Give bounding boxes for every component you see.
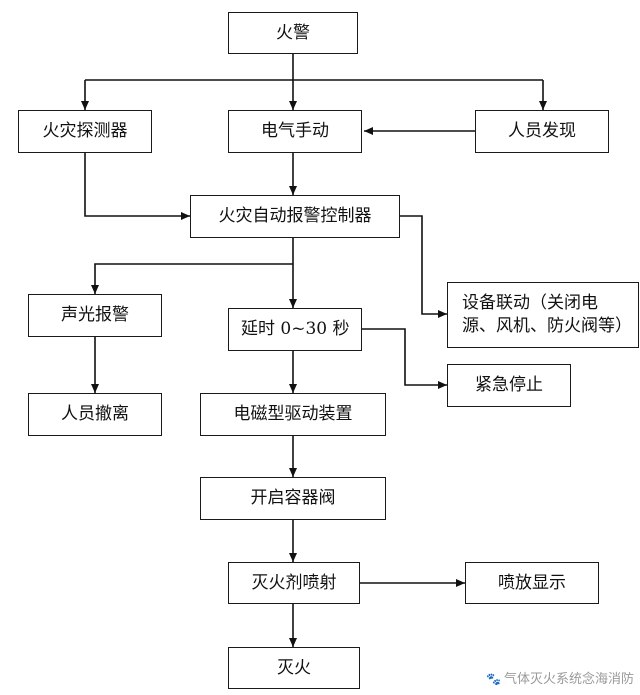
node-solenoid-drive: 电磁型驱动装置 <box>200 393 386 436</box>
watermark-text: 气体灭火系统念海消防 <box>503 672 634 687</box>
edge-controller-to-linkage <box>400 215 447 318</box>
paw-icon: 🐾 <box>486 672 501 686</box>
node-equipment-linkage: 设备联动（关闭电 源、风机、防火阀等） <box>447 282 639 348</box>
node-emergency-stop: 紧急停止 <box>447 364 571 407</box>
edge-detector-to-controller <box>84 153 190 220</box>
node-sound-light-alarm: 声光报警 <box>28 294 162 337</box>
node-personnel-discovery: 人员发现 <box>475 110 609 153</box>
linkage-text-line2: 源、风机、防火阀等） <box>462 316 632 336</box>
linkage-text-line1: 设备联动（关闭电 <box>462 293 598 314</box>
node-fire-detector: 火灾探测器 <box>18 110 152 153</box>
node-delay: 延时 0~30 秒 <box>228 308 362 351</box>
node-open-container-valve: 开启容器阀 <box>200 477 386 520</box>
edge-delay-to-stop <box>362 328 447 389</box>
node-personnel-evacuation: 人员撤离 <box>28 393 162 436</box>
node-agent-spray: 灭火剂喷射 <box>228 562 360 604</box>
node-extinguish: 灭火 <box>228 647 360 689</box>
node-fire-alarm: 火警 <box>228 12 358 54</box>
edge-controller-to-soundlight <box>91 263 293 294</box>
node-electric-manual: 电气手动 <box>228 110 362 153</box>
node-spray-display: 喷放显示 <box>465 562 599 604</box>
edge-alarm-to-detector <box>85 79 543 110</box>
watermark: 🐾气体灭火系统念海消防 <box>486 668 634 687</box>
node-auto-alarm-controller: 火灾自动报警控制器 <box>190 195 400 238</box>
